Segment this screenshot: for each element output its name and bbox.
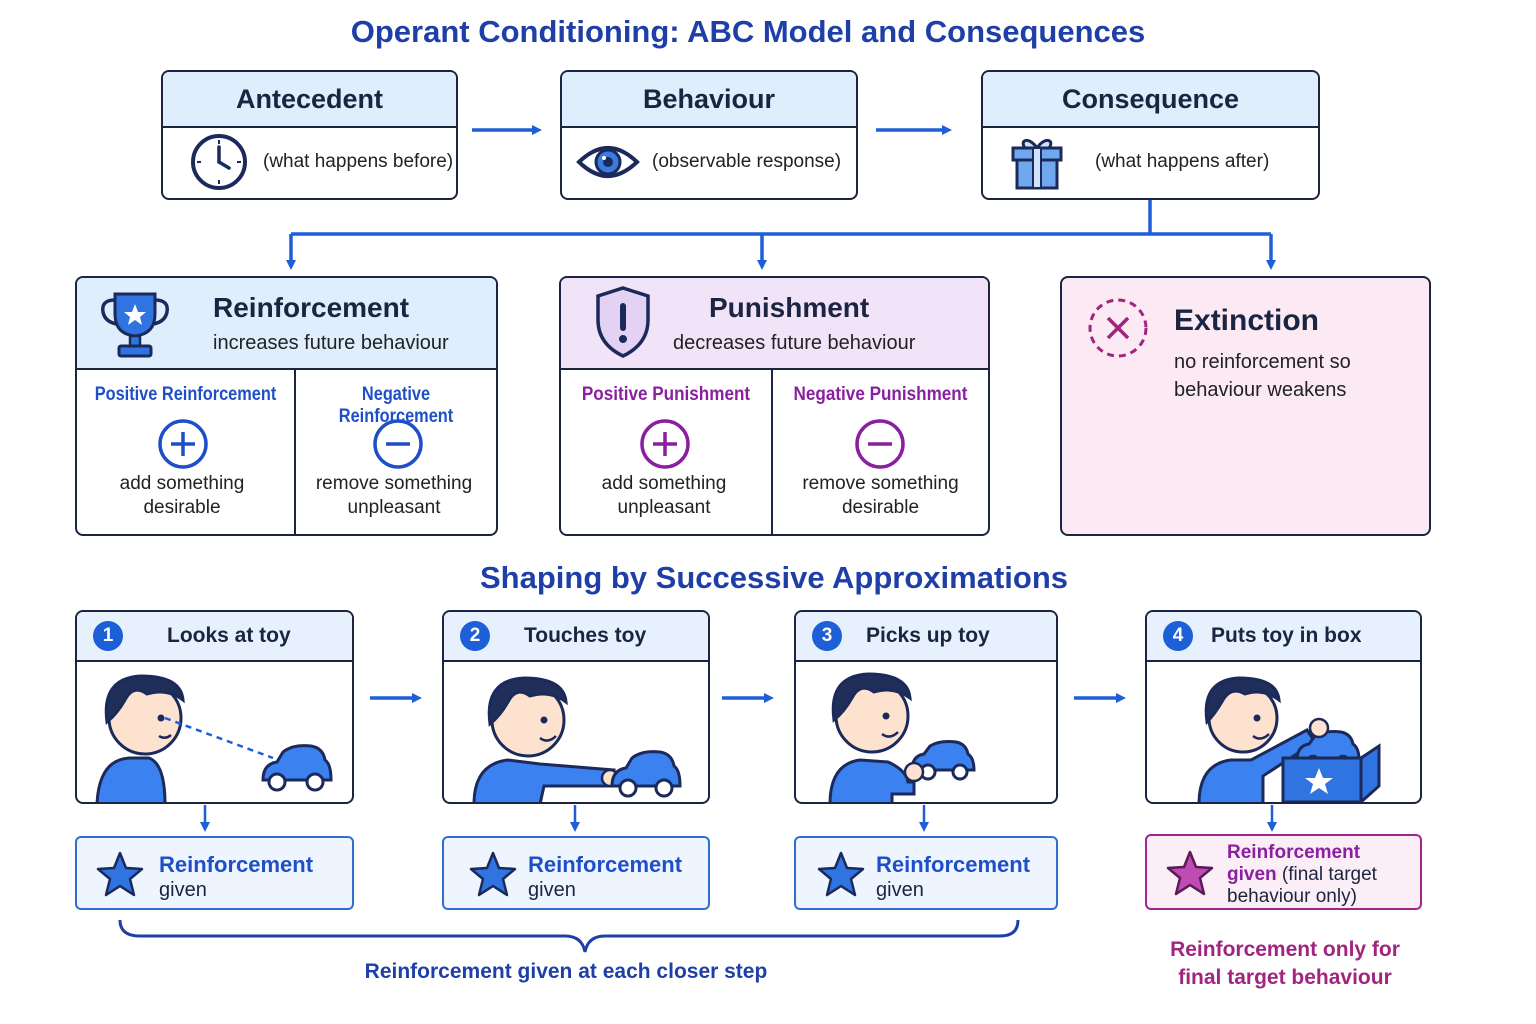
final-target-label: (final target: [1276, 864, 1377, 885]
step-1-number: 1: [93, 621, 123, 651]
step-4-number: 4: [1163, 621, 1193, 651]
page-title: Operant Conditioning: ABC Model and Cons…: [350, 14, 1146, 49]
star-icon: [95, 850, 145, 900]
extinction-desc-1: no reinforcement so: [1174, 351, 1351, 373]
behaviour-box: Behaviour (observable response): [560, 70, 858, 200]
antecedent-box: Antecedent (what happens before): [161, 70, 458, 200]
final-note-line-1: Reinforcement only for: [1170, 938, 1400, 961]
consequence-box: Consequence (what happens after): [981, 70, 1320, 200]
final-behaviour-only-label: behaviour only): [1227, 886, 1357, 907]
negative-punishment-title: Negative Punishment: [793, 384, 968, 405]
child-picking-up-illustration: [828, 672, 976, 802]
step-3-label: Picks up toy: [866, 624, 990, 647]
brace-label: Reinforcement given at each closer step: [364, 960, 768, 983]
consequence-desc: (what happens after): [1095, 151, 1270, 172]
positive-punishment-desc-2: unpleasant: [617, 497, 711, 518]
reinforcement-label-2: Reinforcement: [528, 852, 683, 877]
punishment-subtitle: decreases future behaviour: [673, 332, 916, 354]
negative-reinforcement-title: Negative Reinforcement: [338, 384, 454, 427]
shaping-title: Shaping by Successive Approximations: [479, 560, 1069, 595]
positive-punishment-desc-1: add something: [601, 473, 727, 494]
star-icon: [1165, 849, 1215, 899]
x-circle-icon: [1086, 296, 1150, 360]
plus-icon: [639, 418, 691, 470]
antecedent-desc: (what happens before): [263, 151, 454, 172]
extinction-desc-2: behaviour weakens: [1174, 379, 1347, 401]
positive-reinforcement-title: Positive Reinforcement: [94, 384, 277, 405]
reinforcement-given-box-2: Reinforcement given: [442, 836, 710, 910]
step-3-number: 3: [812, 621, 842, 651]
child-putting-toy-in-box-illustration: [1197, 676, 1381, 802]
clock-icon: [189, 132, 249, 192]
star-icon: [468, 850, 518, 900]
star-icon: [816, 850, 866, 900]
shield-alert-icon: [593, 284, 653, 360]
positive-reinforcement-desc-1: add something: [119, 473, 245, 494]
trophy-icon: [97, 288, 173, 360]
child-looking-illustration: [95, 674, 333, 802]
given-label-2: given: [528, 879, 576, 901]
reinforcement-given-box-1: Reinforcement given: [75, 836, 354, 910]
given-label-1: given: [159, 879, 207, 901]
negative-reinforcement-desc-1: remove something: [315, 473, 473, 494]
reinforcement-final-box: Reinforcement given (final target behavi…: [1145, 834, 1422, 910]
step-4-label: Puts toy in box: [1211, 624, 1362, 647]
antecedent-title: Antecedent: [163, 72, 456, 128]
reinforcement-given-box-3: Reinforcement given: [794, 836, 1058, 910]
reinforcement-title: Reinforcement: [213, 292, 410, 323]
punishment-box: Punishment decreases future behaviour Po…: [559, 276, 990, 536]
given-label-3: given: [876, 879, 924, 901]
step-1-box: 1 Looks at toy: [75, 610, 354, 804]
extinction-box: Extinction no reinforcement so behaviour…: [1060, 276, 1431, 536]
negative-punishment-desc-2: desirable: [841, 497, 920, 518]
reinforcement-subtitle: increases future behaviour: [213, 332, 449, 354]
final-reinforcement-line-1: Reinforcement: [1227, 842, 1361, 863]
reinforcement-label-1: Reinforcement: [159, 852, 314, 877]
child-touching-illustration: [472, 676, 682, 802]
plus-icon: [157, 418, 209, 470]
gift-icon: [1007, 132, 1067, 192]
behaviour-title: Behaviour: [562, 72, 856, 128]
final-note-line-2: final target behaviour: [1178, 966, 1392, 989]
minus-icon: [854, 418, 906, 470]
minus-icon: [372, 418, 424, 470]
consequence-title: Consequence: [983, 72, 1318, 128]
step-2-label: Touches toy: [524, 624, 647, 647]
behaviour-desc: (observable response): [652, 151, 842, 172]
step-3-box: 3 Picks up toy: [794, 610, 1058, 804]
reinforcement-label-3: Reinforcement: [876, 852, 1031, 877]
punishment-title: Punishment: [709, 292, 870, 323]
extinction-title: Extinction: [1174, 304, 1320, 337]
positive-reinforcement-desc-2: desirable: [143, 497, 221, 518]
positive-punishment-title: Positive Punishment: [581, 384, 751, 405]
eye-icon: [576, 140, 640, 184]
negative-punishment-desc-1: remove something: [802, 473, 959, 494]
step-2-number: 2: [460, 621, 490, 651]
final-given-label: given: [1227, 864, 1277, 885]
step-2-box: 2 Touches toy: [442, 610, 710, 804]
negative-reinforcement-desc-2: unpleasant: [347, 497, 441, 518]
step-4-box: 4 Puts toy in box: [1145, 610, 1422, 804]
reinforcement-box: Reinforcement increases future behaviour…: [75, 276, 498, 536]
step-1-label: Looks at toy: [167, 624, 291, 647]
